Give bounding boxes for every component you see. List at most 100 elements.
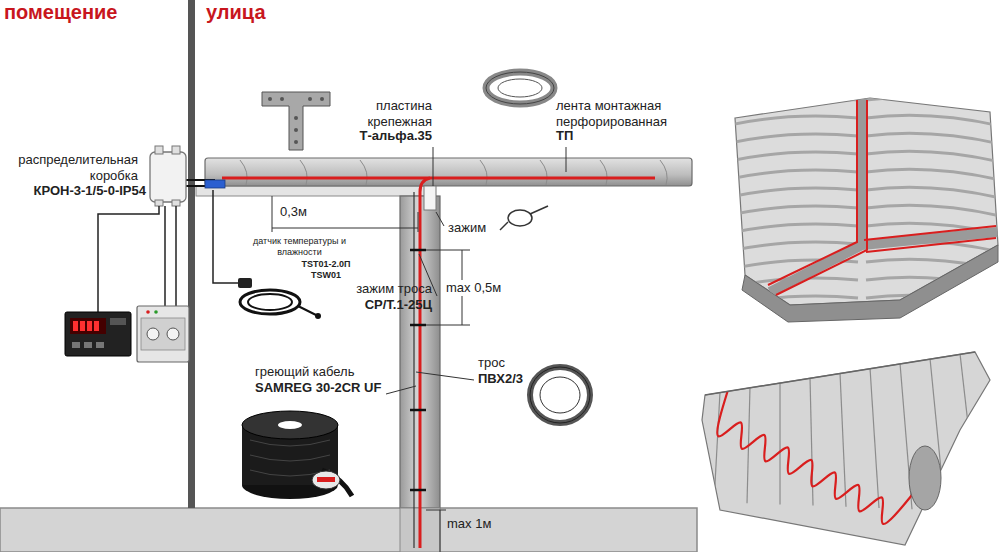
rope-clamp [410,324,426,327]
rope-coil-icon [530,367,590,423]
leader-line [566,147,567,172]
rope-coil-icon [530,367,590,423]
roof-valley-detail [730,134,858,143]
heating-cable [222,177,655,180]
din-regulator [141,318,185,350]
thermostat [96,342,104,348]
din-regulator [137,306,189,362]
gutter-detail [870,368,879,508]
sensor-icon [238,278,252,288]
thermostat [70,318,106,334]
t-plate-icon [294,128,298,132]
roof-valley-detail [866,187,1000,198]
power-cable [186,180,225,188]
gutter [240,160,667,185]
junction-box [150,152,186,202]
thermostat [65,312,131,356]
cable-spool-icon [317,477,335,482]
din-regulator [167,328,179,340]
mounting-plate [424,186,436,210]
t-plate-icon [294,140,298,144]
roof-valley-detail [866,97,1000,108]
gutter [205,158,692,186]
gutter-detail [717,390,916,524]
gutter-detail [714,392,720,502]
rope-clamp [410,489,426,492]
thermostat [80,321,85,331]
dimension-line [272,196,273,232]
support-rope [413,192,414,548]
thermostat [73,321,78,331]
region-label: улица [206,0,326,24]
roof-valley-detail [768,100,867,295]
t-plate-icon [320,97,324,101]
power-cable [205,180,225,188]
part-name: распределительная коробка [0,152,138,183]
rope-coil-icon [540,377,580,413]
gutter-detail [705,352,975,395]
roof-valley-detail [730,79,1000,324]
ground-slab [0,508,697,552]
roof-valley-detail [730,170,858,179]
thermostat [110,318,126,325]
t-plate-icon [262,92,330,150]
support-rope [414,192,415,548]
sensor-icon [240,290,300,314]
roof-valley-detail [730,116,858,125]
t-plate-icon [262,92,330,150]
part-name: греющий кабель [255,364,385,380]
gutter-detail [702,352,990,545]
roof-valley-detail [730,152,858,161]
gutter-detail [702,352,990,545]
cable-spool-icon [278,421,302,429]
t-plate-icon [294,116,298,120]
building-wall [188,0,195,508]
tape-roll-icon [486,72,554,104]
roof-valley-detail [730,242,858,251]
roof-valley-detail [866,115,1000,126]
dimension-line [426,250,470,251]
control-wiring [175,206,177,306]
dimension-line [418,212,419,232]
dimension: max 0,5м [444,280,503,296]
t-plate-icon [268,97,272,101]
din-regulator [154,310,158,314]
clamp-icon [530,206,548,214]
leader-line [386,386,416,394]
rope-coil-icon [530,367,590,423]
clamp-icon [508,210,532,226]
gutter-detail [779,382,780,504]
dimension-line [272,228,418,229]
thermostat [87,321,92,331]
dimension: max 1м [445,516,493,532]
roof-valley-detail [730,98,858,107]
junction-box [172,200,180,206]
roof-valley-detail [864,226,996,252]
dimension-line [440,510,441,552]
gutter [196,158,692,196]
t-plate-icon [280,97,284,101]
leader-line [386,147,566,394]
clamp-icon [500,222,508,230]
control-wiring [98,190,238,312]
tape-roll-icon [498,79,542,97]
part-number: Т-альфа.35 [322,128,432,144]
part-name: зажим троса [330,281,432,297]
roof-valley-detail [730,80,858,89]
leader-line [436,212,444,226]
leader-line [416,372,474,380]
part-name: датчик температуры и влажности [252,236,347,258]
dimension-line [426,510,446,511]
clamp-icon [500,206,548,230]
roof-valley-detail [730,224,858,233]
leader-line [433,147,434,186]
t-plate-icon [308,97,312,101]
region-label: помещение [4,0,184,24]
heating-cable [420,178,430,548]
din-regulator [137,306,189,362]
cable-spool-icon [242,411,338,439]
part-number: КРОН-3-1/5-0-IP54 [0,183,146,199]
dimension: 0,3м [280,204,340,220]
